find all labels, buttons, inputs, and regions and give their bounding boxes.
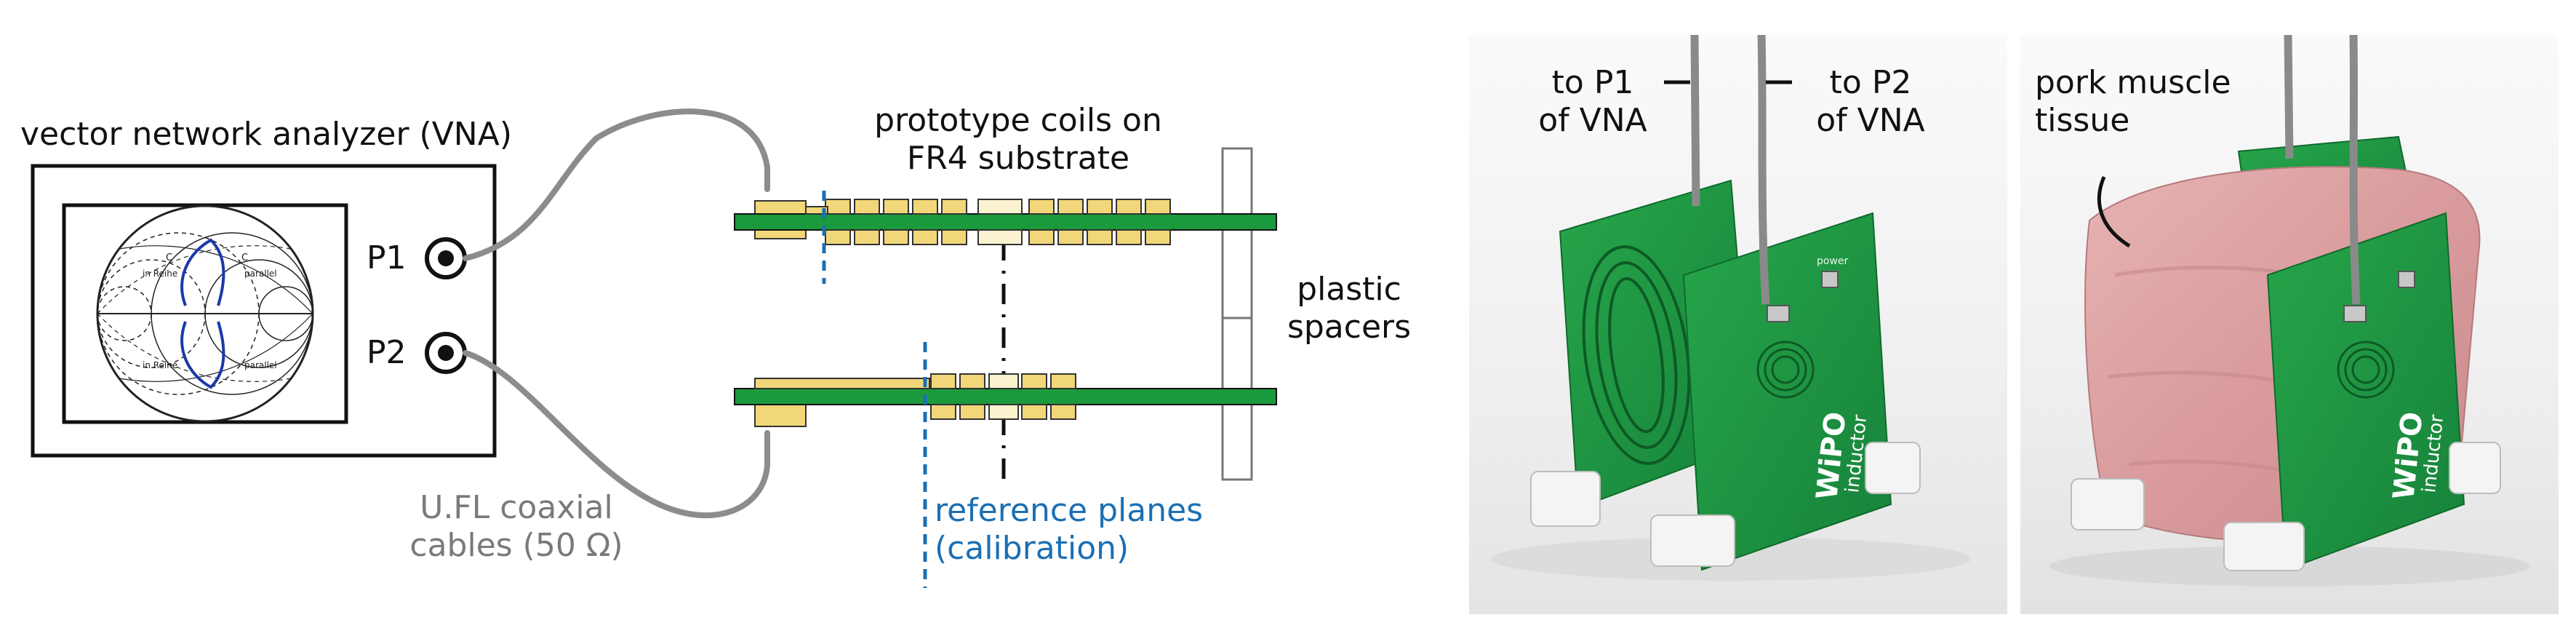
pork-tissue-label: pork muscle tissue [2035,64,2231,140]
coils-label-line1: prototype coils on [874,102,1162,139]
power-label: power [1817,255,1849,267]
photo-coils-tissue: WiPO inductor pork muscle tissue [2020,35,2559,614]
spacers-label: plastic spacers [1265,271,1433,346]
photo2-cable-2 [2349,35,2361,305]
cable-p1 [463,108,770,261]
smith-trace [180,238,225,389]
port-p2-connector [425,332,467,374]
port-p1-connector [425,237,467,279]
to-p1-line1: to P1 [1551,64,1634,101]
to-p1-label: to P1 of VNA [1520,64,1665,140]
photo-coils-air: power WiPO inductor to P1 of VNA to P2 o… [1469,35,2007,614]
reference-planes-line2: (calibration) [935,530,1129,567]
pork-tissue-line1: pork muscle [2035,64,2231,101]
photo-coils-tissue-svg: WiPO inductor [2020,35,2559,614]
photo2-cable-1 [2284,35,2294,159]
cables-label-line1: U.FL coaxial [420,489,613,526]
cables-label-line2: cables (50 Ω) [409,527,623,564]
photo-coils-air-svg: power WiPO inductor [1469,35,2007,614]
smith-chart [96,204,314,423]
lower-coil-board [734,373,1277,427]
upper-coil-board [734,199,1277,245]
smith-label-3: in Reihe [143,360,177,370]
cables-label: U.FL coaxial cables (50 Ω) [378,489,655,565]
cable-p2 [463,350,770,519]
pork-tissue-line2: tissue [2035,102,2130,139]
reference-planes-label: reference planes (calibration) [935,492,1203,568]
coils-label: prototype coils on FR4 substrate [829,102,1207,178]
port-p2-label: P2 [367,334,407,371]
to-p2-label: to P2 of VNA [1798,64,1943,140]
plastic-spacer [1221,147,1253,481]
spacers-label-line1: plastic [1297,271,1401,308]
to-p2-line2: of VNA [1816,102,1925,139]
tissue-leader-line [2097,176,2131,248]
port-p1-label: P1 [367,239,407,277]
schematic-diagram: C C in Reihe parallel in Reihe parallel [20,102,1433,588]
smith-label-c2: C [241,253,248,263]
photo1-cable-p2 [1757,35,1770,305]
smith-label-2: parallel [244,269,277,279]
smith-label-4: parallel [244,360,277,370]
to-p1-line2: of VNA [1538,102,1647,139]
to-p2-line1: to P2 [1829,64,1912,101]
spacers-label-line2: spacers [1287,309,1412,346]
reference-planes-line1: reference planes [935,492,1204,529]
coils-label-line2: FR4 substrate [906,140,1130,177]
front-board [1682,212,1892,571]
vna-label: vector network analyzer (VNA) [20,116,512,153]
smith-label-c1: C [166,253,172,263]
photo1-cable-p1 [1690,35,1700,207]
smith-label-1: in Reihe [143,269,177,279]
tissue-front-board [2266,212,2465,571]
schematic-svg: C C in Reihe parallel in Reihe parallel [31,108,1277,588]
